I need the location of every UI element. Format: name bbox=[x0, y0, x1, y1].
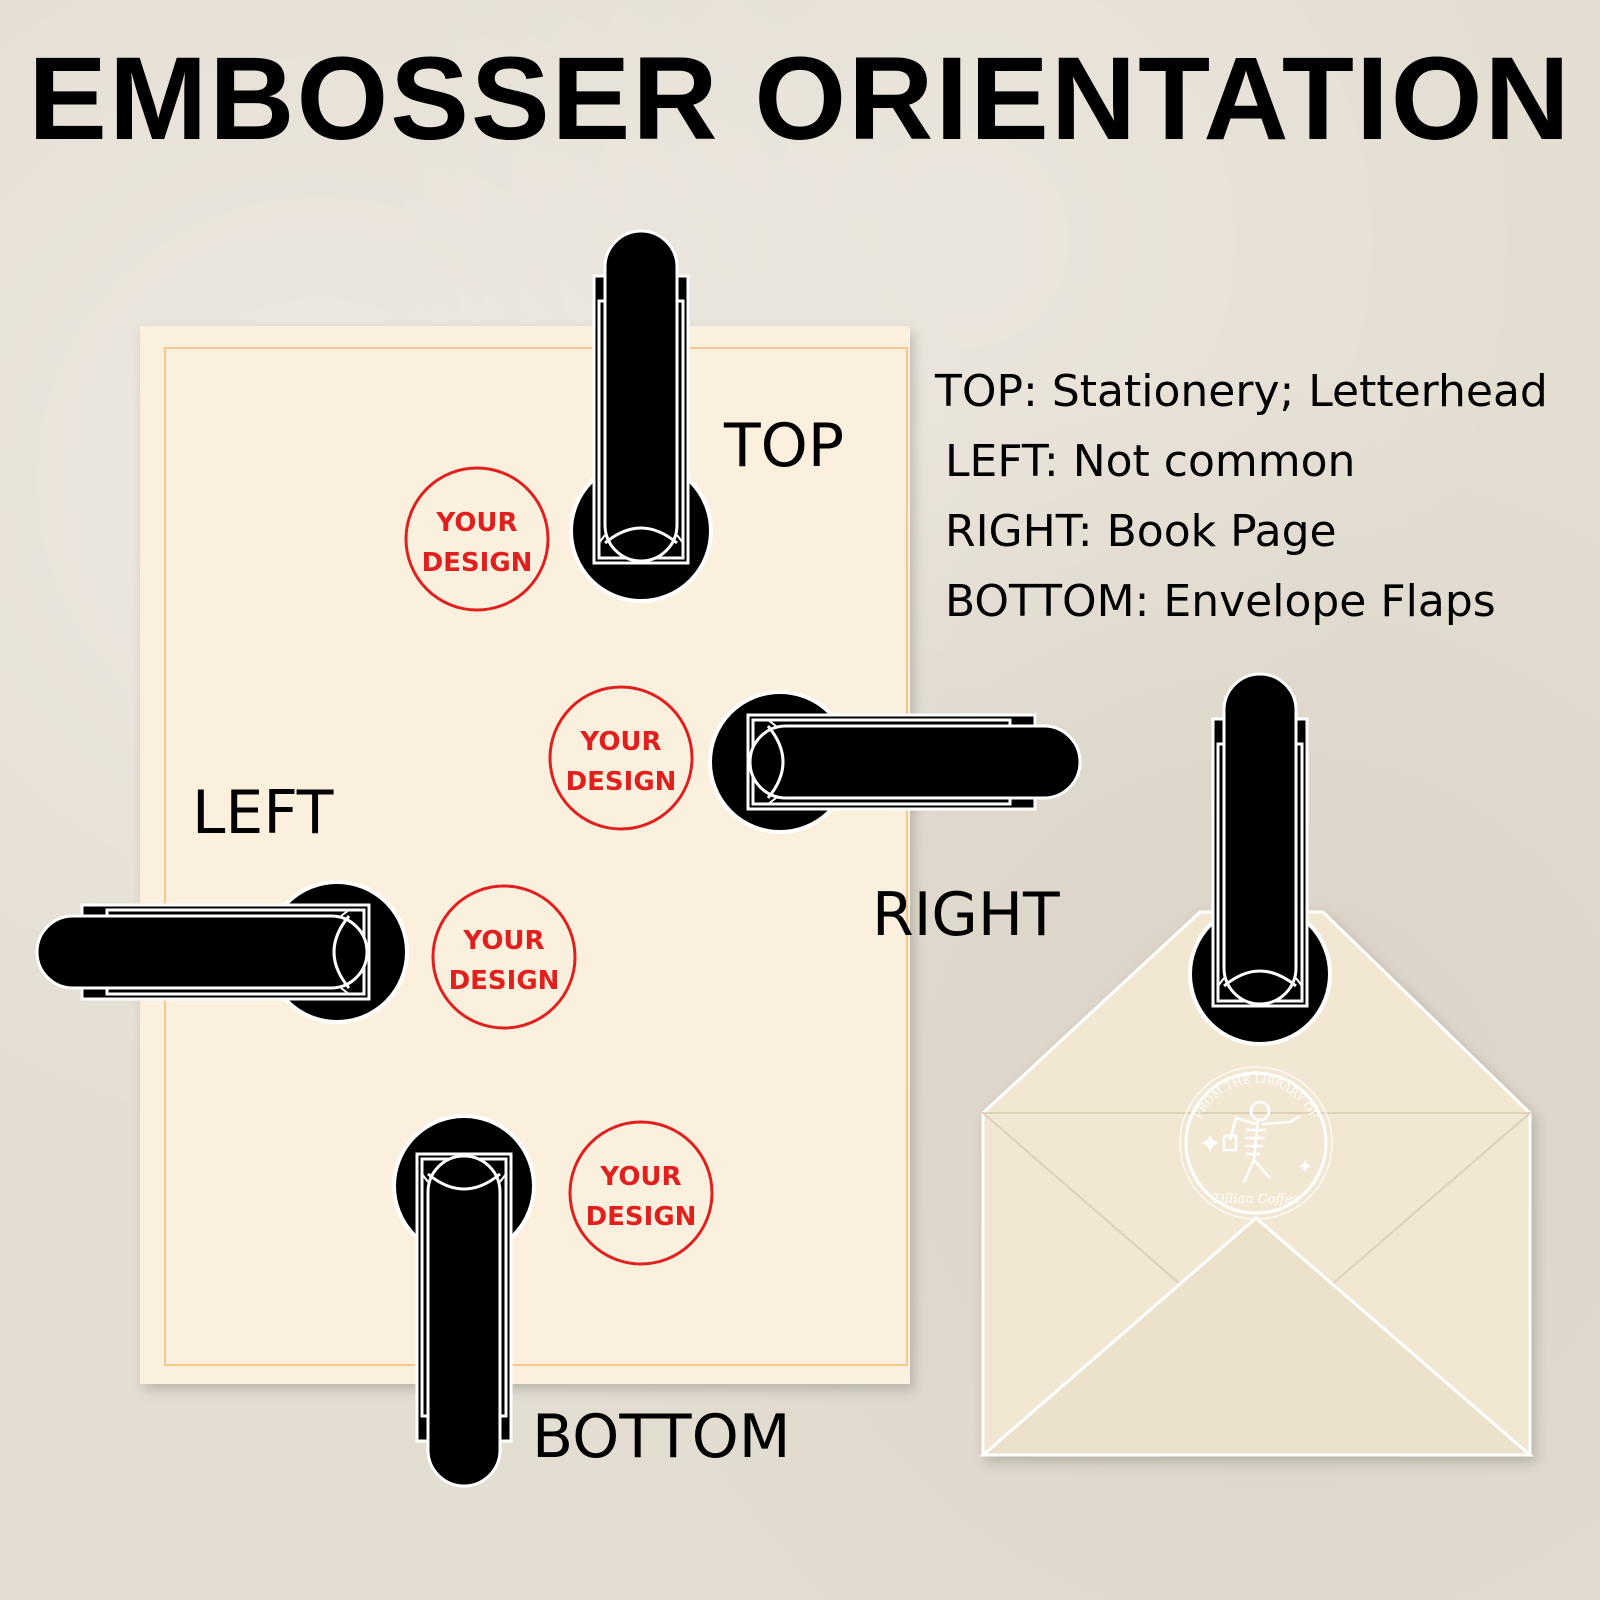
design-line2: DESIGN bbox=[566, 767, 677, 797]
seal-name-text: Tillian Coffee bbox=[1212, 1192, 1300, 1207]
sparkle-icon bbox=[1299, 1160, 1311, 1172]
design-line2: DESIGN bbox=[422, 548, 533, 578]
design-line1: YOUR bbox=[462, 926, 544, 956]
design-line2: DESIGN bbox=[449, 966, 560, 996]
usage-bottom: BOTTOM: Envelope Flaps bbox=[945, 576, 1496, 627]
envelope bbox=[978, 910, 1535, 1457]
paper-border bbox=[164, 347, 908, 1366]
usage-left: LEFT: Not common bbox=[945, 436, 1356, 487]
design-circle-right: YOUR DESIGN bbox=[548, 685, 694, 831]
design-line1: YOUR bbox=[599, 1162, 681, 1192]
sparkle-icon bbox=[1202, 1135, 1218, 1151]
design-line2: DESIGN bbox=[586, 1202, 697, 1232]
design-line1: YOUR bbox=[579, 727, 661, 757]
usage-right: RIGHT: Book Page bbox=[945, 506, 1337, 557]
design-circle-top: YOUR DESIGN bbox=[404, 466, 550, 612]
design-circle-bottom: YOUR DESIGN bbox=[568, 1120, 714, 1266]
skeleton-icon bbox=[1222, 1100, 1301, 1183]
label-bottom: BOTTOM bbox=[532, 1402, 791, 1472]
label-left: LEFT bbox=[192, 778, 334, 848]
usage-top: TOP: Stationery; Letterhead bbox=[935, 366, 1548, 417]
envelope-front-flap bbox=[978, 1216, 1535, 1457]
design-circle-left: YOUR DESIGN bbox=[431, 884, 577, 1030]
design-line1: YOUR bbox=[435, 508, 517, 538]
label-top: TOP bbox=[724, 411, 845, 481]
embosser-envelope-icon bbox=[1188, 672, 1332, 1046]
label-right: RIGHT bbox=[872, 880, 1060, 950]
page-title: EMBOSSER ORIENTATION bbox=[28, 33, 1572, 165]
